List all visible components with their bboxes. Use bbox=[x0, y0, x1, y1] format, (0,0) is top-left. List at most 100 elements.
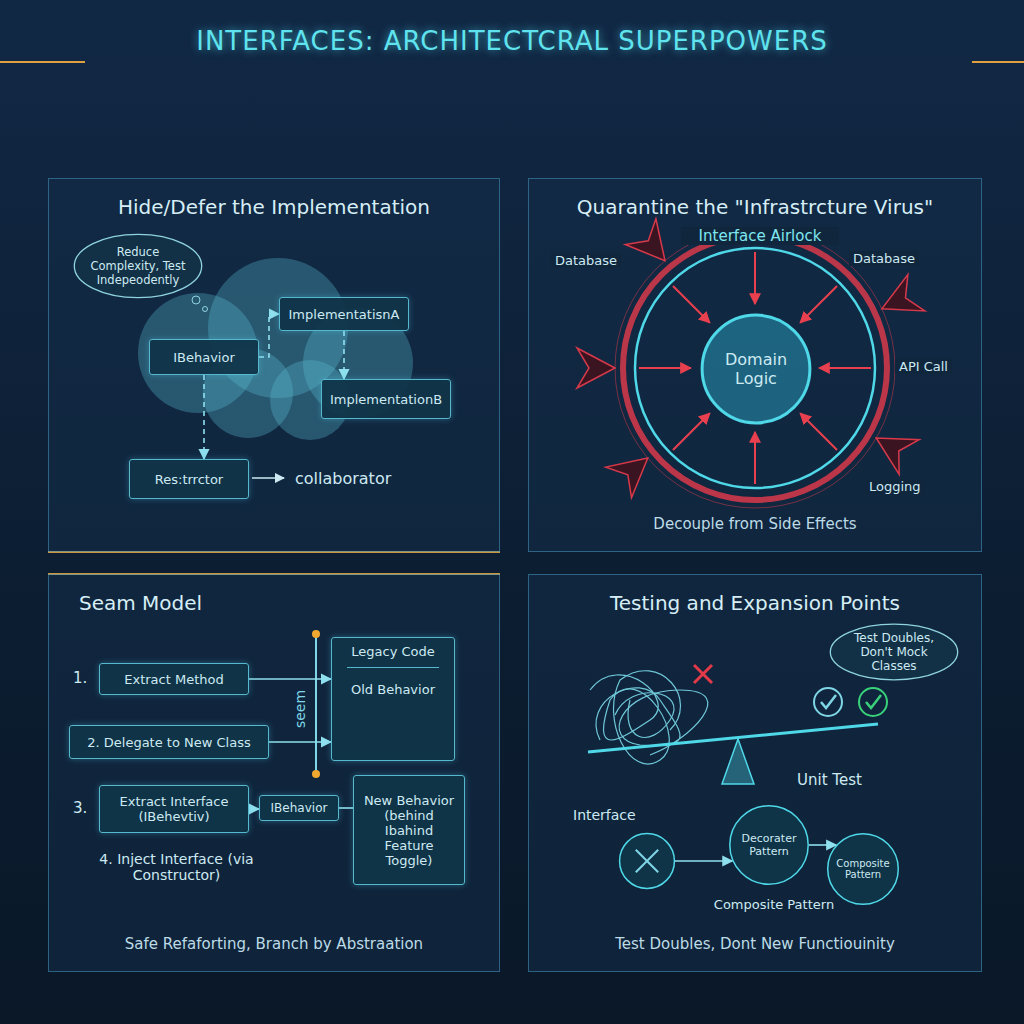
virus-arrow bbox=[606, 458, 648, 498]
diagram-title: INTERFACES: ARCHITECTCRAL SUPERPOWERS bbox=[0, 26, 1024, 56]
leader-arrow bbox=[252, 477, 284, 479]
virus-arrow bbox=[876, 438, 919, 474]
checkmark bbox=[866, 695, 881, 708]
infrastructure-label: Logging bbox=[865, 479, 925, 494]
bubble-tail bbox=[192, 296, 200, 304]
step-number: 1. bbox=[73, 669, 87, 687]
panel-heading: Seam Model bbox=[49, 591, 499, 615]
interface-box: IBehavior bbox=[149, 339, 259, 375]
pattern-label: Composite Pattern bbox=[709, 897, 839, 912]
connector bbox=[269, 741, 331, 743]
restrictor-box: Res:trrctor bbox=[129, 459, 249, 499]
connector bbox=[203, 375, 205, 459]
inward-arrow bbox=[754, 252, 756, 304]
quarantine-ring bbox=[615, 228, 895, 508]
inward-arrow bbox=[639, 367, 691, 369]
x-mark bbox=[636, 850, 658, 872]
circle-shape bbox=[828, 834, 899, 905]
circle-shape bbox=[702, 315, 810, 423]
bubble-shape bbox=[830, 624, 957, 680]
infrastructure-label: Database bbox=[551, 253, 621, 268]
circle-shape bbox=[730, 806, 808, 884]
inward-arrow bbox=[800, 286, 837, 323]
interface-circle: Interface bbox=[619, 833, 675, 889]
quarantine-ring bbox=[623, 236, 887, 500]
panel: Testing and Expansion PointsTest Doubles… bbox=[528, 574, 982, 972]
step-box: Extract Interface (IBehevtiv) bbox=[99, 785, 249, 833]
infrastructure-arrows bbox=[577, 219, 925, 498]
step-label: 4. Inject Interface (via Constructor) bbox=[89, 851, 264, 883]
check-circle bbox=[859, 688, 887, 716]
inward-arrow bbox=[673, 413, 710, 450]
accent-line bbox=[972, 61, 1024, 63]
step-number: 3. bbox=[73, 799, 87, 817]
node-text: Test Doubles, Don't Mock Classes bbox=[841, 631, 947, 673]
virus-arrow bbox=[625, 219, 665, 261]
ring-label: Interface Airlock bbox=[681, 227, 839, 245]
collaborator-label: collaborator bbox=[295, 469, 391, 488]
pattern-circle: Composite Pattern bbox=[827, 833, 899, 905]
node-text: Extract Method bbox=[124, 672, 223, 687]
panel-heading: Hide/Defer the Implementation bbox=[49, 195, 499, 219]
panel-caption: Decouple from Side Effects bbox=[529, 515, 981, 533]
thought-bubble: Reduce Complexity, Test Indepeodently bbox=[73, 233, 203, 299]
pattern-circle: Decorater Pattern bbox=[729, 805, 809, 885]
node-text: Extract Interface (IBehevtiv) bbox=[108, 794, 240, 824]
legacy-box: Legacy CodeOld Behavior bbox=[331, 637, 455, 761]
connector bbox=[675, 860, 732, 862]
interface-box: IBehavior bbox=[259, 795, 339, 821]
panel-heading: Testing and Expansion Points bbox=[529, 591, 981, 615]
infrastructure-label: API Call bbox=[895, 359, 952, 374]
node-text: Reduce Complexity, Test Indepeodently bbox=[85, 245, 191, 287]
step-box: 2. Delegate to New Class bbox=[69, 725, 269, 759]
node-text: Legacy Code bbox=[347, 642, 438, 668]
node-text: ImplementationB bbox=[330, 392, 442, 407]
node-text: New Behavior (behind Ibahind Feature Tog… bbox=[362, 793, 456, 868]
seam-line bbox=[315, 634, 317, 774]
airlock-ring bbox=[635, 248, 875, 488]
panel: Quarantine the "Infrastrcture Virus" Deco… bbox=[528, 178, 982, 552]
accent-line bbox=[0, 61, 85, 63]
bubble-tail bbox=[203, 307, 208, 312]
node-text: Composite Pattern bbox=[836, 858, 889, 880]
panel-fill bbox=[528, 574, 982, 972]
inward-arrow bbox=[754, 432, 756, 484]
node-text: 2. Delegate to New Class bbox=[87, 735, 250, 750]
connector bbox=[249, 808, 259, 810]
infrastructure-label: Database bbox=[849, 251, 919, 266]
node-text: Res:trrctor bbox=[155, 472, 223, 487]
step-box: Extract Method bbox=[99, 663, 249, 695]
node-text: ImplementatisnA bbox=[289, 307, 400, 322]
node-text: Decorater Pattern bbox=[741, 832, 797, 858]
virus-arrow bbox=[577, 348, 615, 388]
panel-fill bbox=[48, 178, 500, 552]
circle-outline bbox=[619, 833, 675, 889]
inward-arrow bbox=[819, 367, 871, 369]
node-text: Domain Logic bbox=[713, 350, 799, 388]
circle-shape bbox=[620, 834, 675, 889]
virus-arrow bbox=[882, 275, 925, 311]
implementation-box: ImplementationB bbox=[321, 379, 451, 419]
implementation-box: ImplementatisnA bbox=[279, 297, 409, 331]
thought-bubble: Test Doubles, Don't Mock Classes bbox=[829, 623, 959, 681]
domain-circle: Domain Logic bbox=[701, 314, 811, 424]
panel-fill bbox=[528, 178, 982, 552]
connector bbox=[249, 678, 331, 680]
panel-caption: Safe Refaforting, Branch by Abstraation bbox=[49, 935, 499, 953]
x-mark bbox=[636, 850, 658, 872]
inward-arrow bbox=[673, 286, 710, 323]
unit-test-label: Unit Test bbox=[797, 771, 862, 789]
connector bbox=[259, 314, 279, 357]
scale-beam bbox=[588, 724, 878, 752]
checkmark bbox=[821, 695, 836, 708]
panel-fill bbox=[48, 574, 500, 972]
seam-label: seem bbox=[292, 690, 308, 728]
panel-heading: Quarantine the "Infrastrcture Virus" bbox=[529, 195, 981, 219]
connector bbox=[339, 807, 353, 809]
seam-dot bbox=[312, 630, 320, 638]
red-x bbox=[694, 665, 712, 683]
seam-dot bbox=[312, 770, 320, 778]
connector bbox=[343, 331, 345, 379]
panel: Hide/Defer the ImplementationReduce Comp… bbox=[48, 178, 500, 552]
node-text: Old Behavior bbox=[351, 682, 435, 697]
